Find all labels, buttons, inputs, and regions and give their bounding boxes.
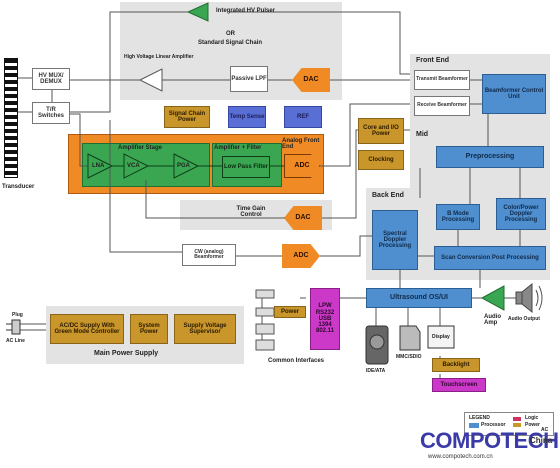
vca-label: VCA xyxy=(127,163,140,169)
standard-signal-chain-label: Standard Signal Chain xyxy=(198,40,263,46)
ultrasound-os-ui-block: Ultrasound OS/UI xyxy=(366,288,472,308)
common-interfaces-label: Common Interfaces xyxy=(268,358,325,364)
mid-label: Mid xyxy=(416,131,429,138)
ac-line-label: AC Line xyxy=(6,338,25,344)
hv-mux-block: HV MUX/ DEMUX xyxy=(32,68,70,90)
legend-processor-swatch xyxy=(469,423,479,428)
pga-label: PGA xyxy=(177,163,191,169)
display-icon xyxy=(427,325,455,349)
tr-switches-block: T/R Switches xyxy=(32,102,70,124)
interface-device-2-icon xyxy=(255,307,275,317)
low-pass-filter-block: Low Pass Filter xyxy=(222,156,270,178)
integrated-hv-pulser-label: Integrated HV Pulser xyxy=(216,8,276,14)
lpw-interfaces-block: LPW RS232 USB 1394 802.11 xyxy=(310,288,340,350)
passive-lpf-block: Passive LPF xyxy=(230,66,268,92)
or-label: OR xyxy=(226,31,235,37)
clocking-block: Clocking xyxy=(358,150,404,170)
supply-voltage-supervisor-block: Supply Voltage Supervisor xyxy=(174,314,236,344)
color-doppler-block: Color/Power Doppler Processing xyxy=(496,198,546,230)
scan-conversion-block: Scan Conversion Post Processing xyxy=(434,246,546,270)
spectral-doppler-block: Spectral Doppler Processing xyxy=(372,210,418,270)
legend-processor-label: Processor xyxy=(481,422,506,428)
legend-power-label: Power xyxy=(525,422,541,428)
amplifier-filter-label: Amplifier + Filter xyxy=(214,145,262,151)
beamformer-control-unit-block: Beamformer Control Unit xyxy=(482,74,546,114)
tx-dac-block: DAC xyxy=(292,68,330,92)
sd-card-icon xyxy=(399,325,421,351)
plug-icon xyxy=(6,319,21,335)
hv-linear-amp-icon xyxy=(138,68,163,92)
acdc-supply-block: AC/DC Supply With Green Mode Controller xyxy=(50,314,124,344)
audio-amp-icon xyxy=(480,285,505,311)
audio-amp-label: Audio Amp xyxy=(484,314,501,326)
lna-icon xyxy=(87,153,114,179)
plug-label: Plug xyxy=(12,312,23,318)
lna-label: LNA xyxy=(92,163,105,169)
main-power-supply-label: Main Power Supply xyxy=(94,350,159,357)
mmc-sdio-label: MMC/SDIO xyxy=(396,354,422,360)
legend-logic-label: Logic xyxy=(525,415,539,421)
hv-linear-amp-label: High Voltage Linear Amplifier xyxy=(124,54,194,60)
cw-adc-block: ADC xyxy=(282,244,320,268)
touchscreen-block: Touchscreen xyxy=(432,378,486,392)
hard-drive-icon xyxy=(365,325,389,365)
legend-power-swatch xyxy=(513,423,521,427)
compotech-url: www.compotech.com.cn xyxy=(428,454,493,460)
compotech-china: China xyxy=(530,436,553,445)
legend-box: LEGEND Processor Logic Power AC xyxy=(464,412,554,436)
transmit-beamformer-block: Transmit Beamformer xyxy=(414,70,470,90)
interface-device-3-icon xyxy=(255,323,275,335)
interface-device-4-icon xyxy=(255,339,275,351)
transducer-array xyxy=(4,58,18,178)
back-end-label: Back End xyxy=(372,192,404,199)
tgc-dac-block: DAC xyxy=(284,206,322,230)
audio-output-label: Audio Output xyxy=(508,316,540,322)
amplifier-stage-label: Amplifier Stage xyxy=(118,145,163,151)
interface-device-1-icon xyxy=(255,289,275,299)
afe-adc-block: ADC xyxy=(284,154,320,178)
transducer-label: Transducer xyxy=(2,184,35,190)
hv-pulser-amp-icon xyxy=(186,2,209,22)
system-power-block: System Power xyxy=(130,314,168,344)
temp-sense-block: Temp Sense xyxy=(228,106,266,128)
core-io-power-block: Core and I/O Power xyxy=(358,118,404,144)
front-end-label: Front End xyxy=(416,57,450,64)
compotech-logo: COMPOTECH xyxy=(420,428,559,453)
power-block: Power xyxy=(274,306,306,318)
receive-beamformer-block: Receive Beamformer xyxy=(414,96,470,116)
cw-beamformer-block: CW (analog) Beamformer xyxy=(182,244,236,266)
legend-ac-label: AC xyxy=(541,427,549,433)
ide-ata-label: IDE/ATA xyxy=(366,368,386,374)
signal-chain-power-block: Signal Chain Power xyxy=(164,106,210,128)
analog-front-end-label: Analog Front End xyxy=(282,138,320,150)
display-label: Display xyxy=(432,334,450,340)
legend-title: LEGEND xyxy=(469,415,490,421)
ref-block: REF xyxy=(284,106,322,128)
bmode-processing-block: B Mode Processing xyxy=(436,204,480,230)
legend-logic-swatch xyxy=(513,417,521,421)
time-gain-control-label: Time Gain Control xyxy=(236,206,266,218)
backlight-block: Backlight xyxy=(432,358,480,372)
speaker-icon xyxy=(515,282,533,314)
preprocessing-block: Preprocessing xyxy=(436,146,544,168)
